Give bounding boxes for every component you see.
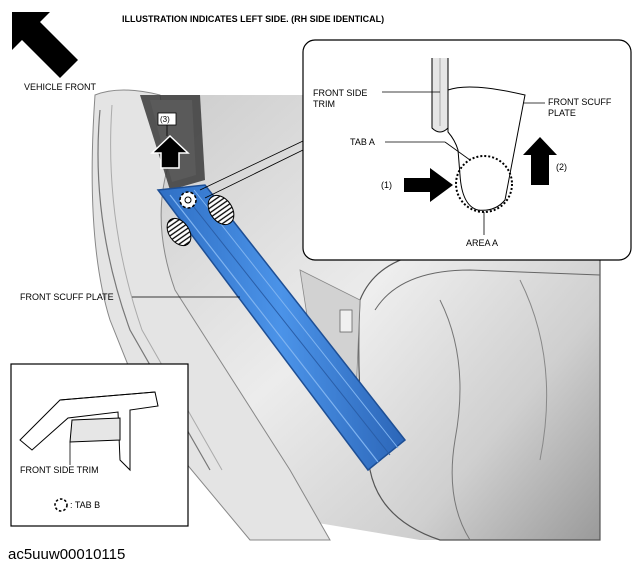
step-3-arrow	[150, 134, 190, 169]
step-2-label: (2)	[556, 162, 567, 172]
inset-front-side-trim-label: FRONT SIDE TRIM	[20, 465, 99, 475]
step-2-arrow	[523, 137, 557, 185]
vehicle-front-arrow	[12, 12, 78, 78]
area-a-circle	[455, 155, 513, 213]
step-3-label: (3)	[160, 115, 170, 124]
front-scuff-plate-label: FRONT SCUFF PLATE	[20, 292, 114, 302]
tab-b-legend-icon	[54, 498, 68, 512]
detail-callout-line-2	[204, 149, 304, 199]
area-a-label: AREA A	[466, 238, 499, 248]
detail-view-box	[302, 39, 632, 261]
tab-a-label: TAB A	[350, 137, 375, 147]
detail-front-side-trim-label: FRONT SIDE TRIM	[313, 88, 368, 109]
clip-area-2	[166, 217, 192, 247]
clip-area-1	[207, 194, 235, 226]
detail-front-scuff-plate-label: FRONT SCUFF PLATE	[548, 97, 612, 118]
step-1-label: (1)	[381, 180, 392, 190]
image-code: ac5uuw00010115	[8, 546, 126, 563]
illustration-note: ILLUSTRATION INDICATES LEFT SIDE. (RH SI…	[122, 14, 385, 24]
vehicle-front-label: VEHICLE FRONT	[24, 82, 97, 92]
detail-callout-line-1	[199, 140, 304, 191]
tab-b-legend-label: : TAB B	[70, 500, 101, 510]
step-1-arrow	[404, 168, 453, 202]
front-scuff-plate-shape	[156, 184, 407, 472]
inset-box	[10, 363, 189, 527]
